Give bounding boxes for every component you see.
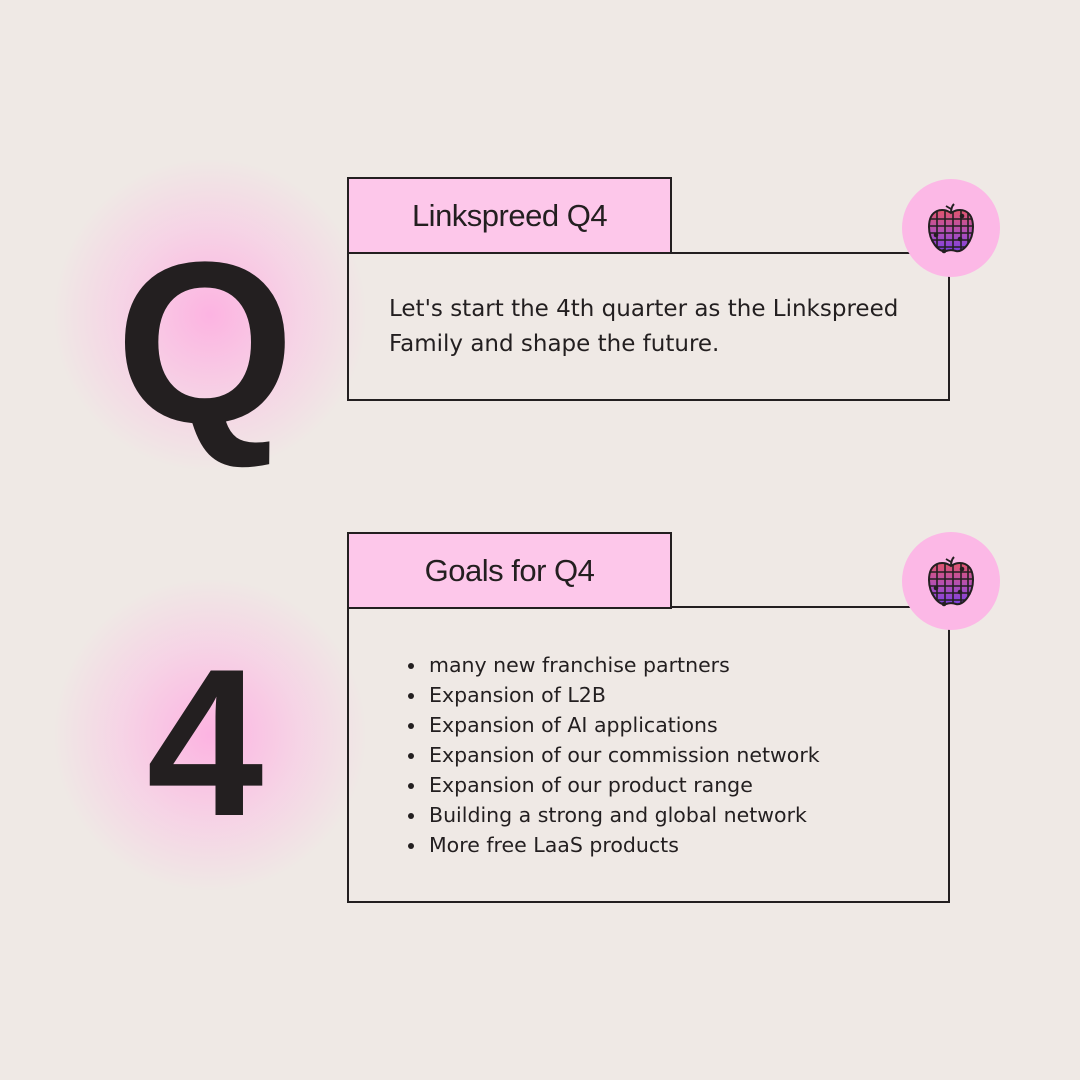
goals-heading: Goals for Q4 [424, 552, 595, 588]
apple-grid-logo-icon [927, 556, 975, 607]
list-item: Expansion of our commission network [427, 740, 967, 770]
list-item: Expansion of our product range [427, 770, 967, 800]
logo-badge-1 [902, 179, 1000, 277]
list-item: Expansion of L2B [427, 680, 967, 710]
pink-glow-q [55, 160, 365, 470]
big-number-4: 4 [146, 625, 264, 860]
intro-heading: Linkspreed Q4 [411, 197, 608, 233]
goals-list: many new franchise partners Expansion of… [389, 650, 967, 860]
goals-card: many new franchise partners Expansion of… [347, 606, 950, 903]
apple-grid-logo-icon [927, 203, 975, 254]
list-item: many new franchise partners [427, 650, 967, 680]
pink-glow-4 [55, 580, 365, 890]
logo-badge-2 [902, 532, 1000, 630]
list-item: Expansion of AI applications [427, 710, 967, 740]
list-item: Building a strong and global network [427, 800, 967, 830]
big-letter-q: Q [115, 214, 295, 471]
list-item: More free LaaS products [427, 830, 967, 860]
intro-card: Let's start the 4th quarter as the Links… [347, 252, 950, 401]
intro-text: Let's start the 4th quarter as the Links… [389, 296, 899, 357]
intro-heading-tab: Linkspreed Q4 [347, 177, 672, 254]
goals-heading-tab: Goals for Q4 [347, 532, 672, 609]
